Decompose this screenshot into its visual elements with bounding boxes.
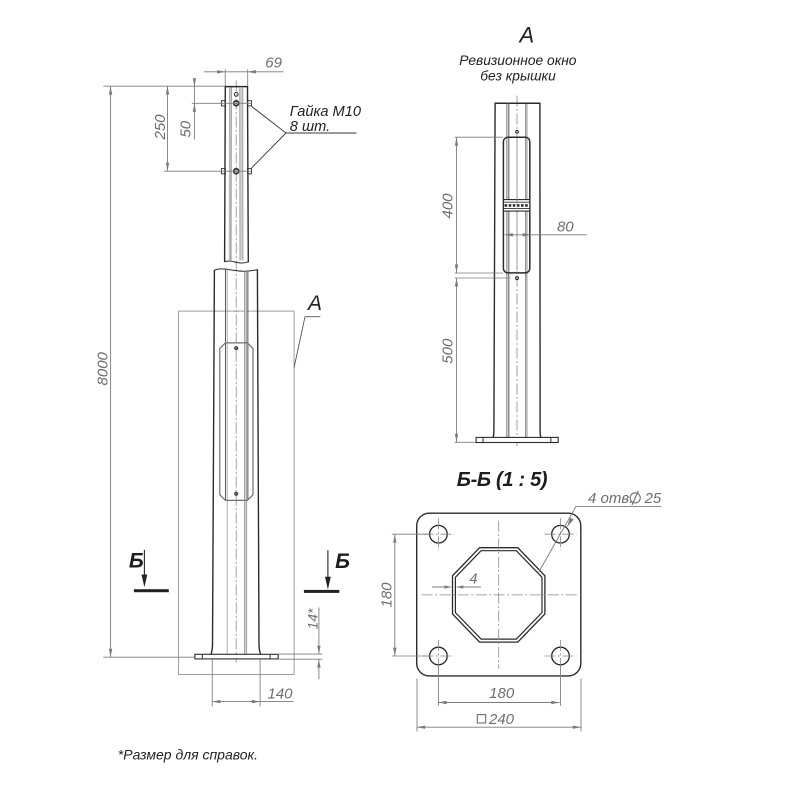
svg-text:69: 69 xyxy=(265,55,282,72)
svg-text:без крышки: без крышки xyxy=(480,69,556,84)
svg-text:14*: 14* xyxy=(304,608,320,630)
svg-text:8 шт.: 8 шт. xyxy=(290,119,330,135)
svg-text:Б: Б xyxy=(335,550,350,573)
svg-text:250: 250 xyxy=(152,114,169,141)
svg-text:50: 50 xyxy=(178,120,195,137)
svg-text:Ревизионное окно: Ревизионное окно xyxy=(459,53,576,68)
svg-text:25: 25 xyxy=(644,490,662,507)
svg-text:400: 400 xyxy=(440,193,457,219)
svg-text:4 отв.: 4 отв. xyxy=(588,490,633,507)
svg-text:180: 180 xyxy=(378,582,395,608)
svg-text:Гайка М10: Гайка М10 xyxy=(290,104,361,120)
svg-text:80: 80 xyxy=(557,218,574,235)
svg-text:*Размер для справок.: *Размер для справок. xyxy=(118,746,258,762)
svg-text:500: 500 xyxy=(440,338,457,364)
svg-text:Б: Б xyxy=(129,550,144,573)
svg-text:8000: 8000 xyxy=(94,351,111,385)
svg-text:Б-Б (1 : 5): Б-Б (1 : 5) xyxy=(457,469,548,491)
svg-text:А: А xyxy=(306,292,322,315)
svg-text:А: А xyxy=(517,23,534,48)
svg-text:180: 180 xyxy=(489,685,515,702)
svg-text:4: 4 xyxy=(469,571,477,587)
svg-text:240: 240 xyxy=(488,711,515,728)
svg-text:140: 140 xyxy=(267,685,293,702)
